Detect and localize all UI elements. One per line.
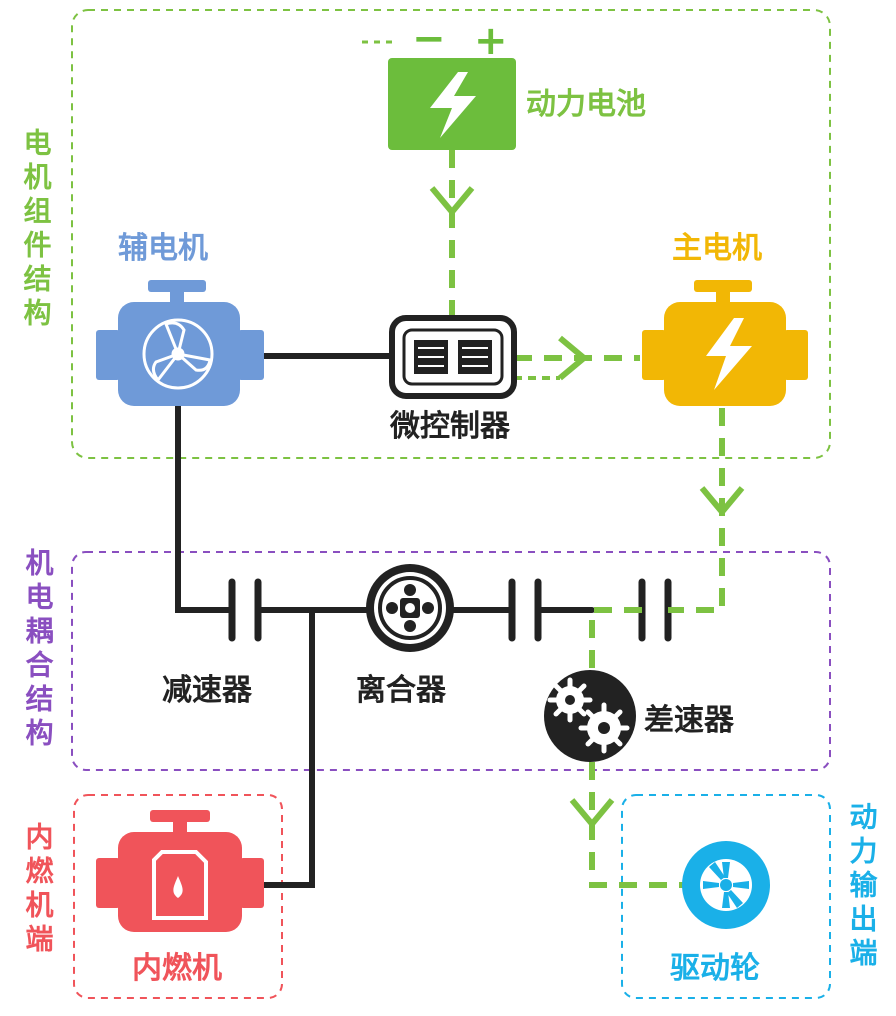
- main-motor-icon: [642, 280, 808, 406]
- reducer-label: 减速器: [162, 673, 253, 708]
- main-motor-label: 主电机: [672, 231, 762, 266]
- coupling-frame: [71, 551, 831, 771]
- engine-end-frame: [73, 794, 283, 999]
- controller-icon: [389, 315, 517, 399]
- aux-motor-icon: [96, 280, 264, 406]
- wheel-label: 驱动轮: [670, 951, 760, 986]
- controller-label: 微控制器: [389, 409, 511, 444]
- engine-label: 内燃机: [132, 951, 222, 986]
- engine-icon: [96, 810, 264, 932]
- group-label-motor-assembly: 电机组件结构: [20, 128, 53, 332]
- group-label-engine-end: 内燃机端: [22, 822, 55, 958]
- wheel-icon: [682, 841, 770, 929]
- battery-icon: − +: [388, 16, 516, 150]
- group-label-output-end: 动力输出端: [846, 802, 879, 972]
- motor-assembly-frame: [71, 9, 831, 459]
- clutch-icon: [366, 564, 454, 652]
- svg-text:+: +: [474, 18, 508, 64]
- clutch-label: 离合器: [356, 673, 447, 708]
- differential-label: 差速器: [644, 703, 735, 738]
- svg-text:−: −: [412, 16, 446, 62]
- battery-label: 动力电池: [526, 87, 646, 122]
- group-label-coupling: 机电耦合结构: [22, 548, 55, 752]
- output-end-frame: [621, 794, 831, 999]
- power-flow-arrows: [429, 186, 745, 827]
- reducer-icon: [228, 578, 262, 642]
- differential-icon: [544, 670, 636, 762]
- aux-motor-label: 辅电机: [118, 231, 208, 266]
- power-flow-links: [449, 150, 725, 888]
- mechanical-links: [175, 353, 595, 888]
